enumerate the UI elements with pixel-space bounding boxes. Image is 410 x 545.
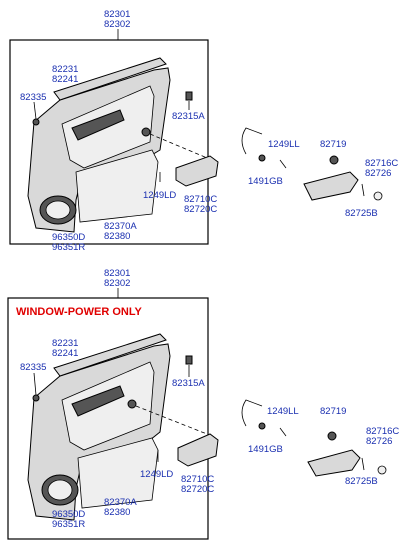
assist-grip [303, 171, 359, 201]
fastener-label: 82315A [172, 111, 205, 122]
grip-label-1: 82716C [366, 426, 399, 437]
clip-leader [33, 372, 37, 396]
bracket-outline [241, 127, 263, 155]
weatherstrip-label-1: 82231 [52, 64, 78, 75]
speaker-label-1: 96350D [52, 232, 85, 243]
grip-label-2: 82726 [366, 436, 392, 447]
trim-inner-surface [61, 361, 155, 451]
cap-label: 82719 [320, 406, 346, 417]
washer-label: 1491GB [248, 444, 283, 455]
bolt-label: 1249LL [267, 406, 299, 417]
pull-handle-label-2: 82720C [181, 484, 214, 495]
panel-bottom: 82301 82302 WINDOW-POWER ONLY 82231 8224… [7, 268, 399, 540]
map-pocket [75, 149, 159, 223]
armrest [71, 385, 125, 417]
trim-clip [32, 394, 40, 402]
clip-label: 82335 [20, 92, 46, 103]
pull-handle [175, 155, 219, 187]
header-label-2: 82302 [104, 278, 130, 289]
speaker-cone [45, 200, 71, 220]
handle-mount [141, 127, 151, 137]
fastener-clip [185, 355, 193, 365]
pocket-label-2: 82380 [104, 231, 130, 242]
pull-handle-label-2: 82720C [184, 204, 217, 215]
trim-clip [32, 118, 40, 126]
handle-mount [127, 399, 137, 409]
bracket-outline [241, 399, 263, 427]
weatherstrip [53, 333, 167, 377]
weatherstrip-label-2: 82241 [52, 74, 78, 85]
bolt-label: 1249LL [268, 139, 300, 150]
grip-cover-label: 82725B [345, 208, 378, 219]
pull-handle-label-1: 82710C [181, 474, 214, 485]
grip-label-2: 82726 [365, 168, 391, 179]
cap-part [329, 155, 339, 165]
map-pocket [77, 437, 159, 509]
screw-label: 1249LD [143, 190, 176, 201]
panel-frame [9, 39, 209, 245]
speaker-cone [47, 479, 73, 501]
speaker-label-2: 96351R [52, 519, 85, 530]
assist-grip [307, 449, 361, 477]
handle-dashed-leader [149, 133, 213, 161]
pocket-label-1: 82370A [104, 221, 137, 232]
armrest [71, 109, 125, 141]
bolt-part [279, 159, 287, 169]
weatherstrip-label-2: 82241 [52, 348, 78, 359]
pull-handle [177, 433, 219, 467]
window-power-note: WINDOW-POWER ONLY [16, 306, 143, 318]
clip-label: 82335 [20, 362, 46, 373]
header-label-1: 82301 [104, 9, 130, 20]
grip-cover-part [373, 191, 383, 201]
grip-cover-label: 82725B [345, 476, 378, 487]
fastener-label: 82315A [172, 378, 205, 389]
washer-part [258, 422, 266, 430]
weatherstrip [53, 57, 167, 101]
speaker-label-1: 96350D [52, 509, 85, 520]
header-label-1: 82301 [104, 268, 130, 279]
weatherstrip-label-1: 82231 [52, 338, 78, 349]
cap-part [327, 431, 337, 441]
grip-screw [361, 183, 365, 197]
grip-label-1: 82716C [365, 158, 398, 169]
grip-screw [361, 457, 365, 471]
grip-cover-part [377, 465, 387, 475]
cap-label: 82719 [320, 139, 346, 150]
fastener-clip [185, 91, 193, 101]
speaker-label-2: 96351R [52, 242, 85, 253]
pocket-label-2: 82380 [104, 507, 130, 518]
washer-part [258, 154, 266, 162]
pull-handle-label-1: 82710C [184, 194, 217, 205]
washer-label: 1491GB [248, 176, 283, 187]
panel-frame [7, 297, 209, 540]
pocket-label-1: 82370A [104, 497, 137, 508]
screw-label: 1249LD [140, 469, 173, 480]
header-label-2: 82302 [104, 19, 130, 30]
clip-leader [33, 101, 37, 120]
panel-top: 82301 82302 82231 82241 82335 82315A 963… [9, 9, 398, 253]
bolt-part [279, 427, 287, 437]
